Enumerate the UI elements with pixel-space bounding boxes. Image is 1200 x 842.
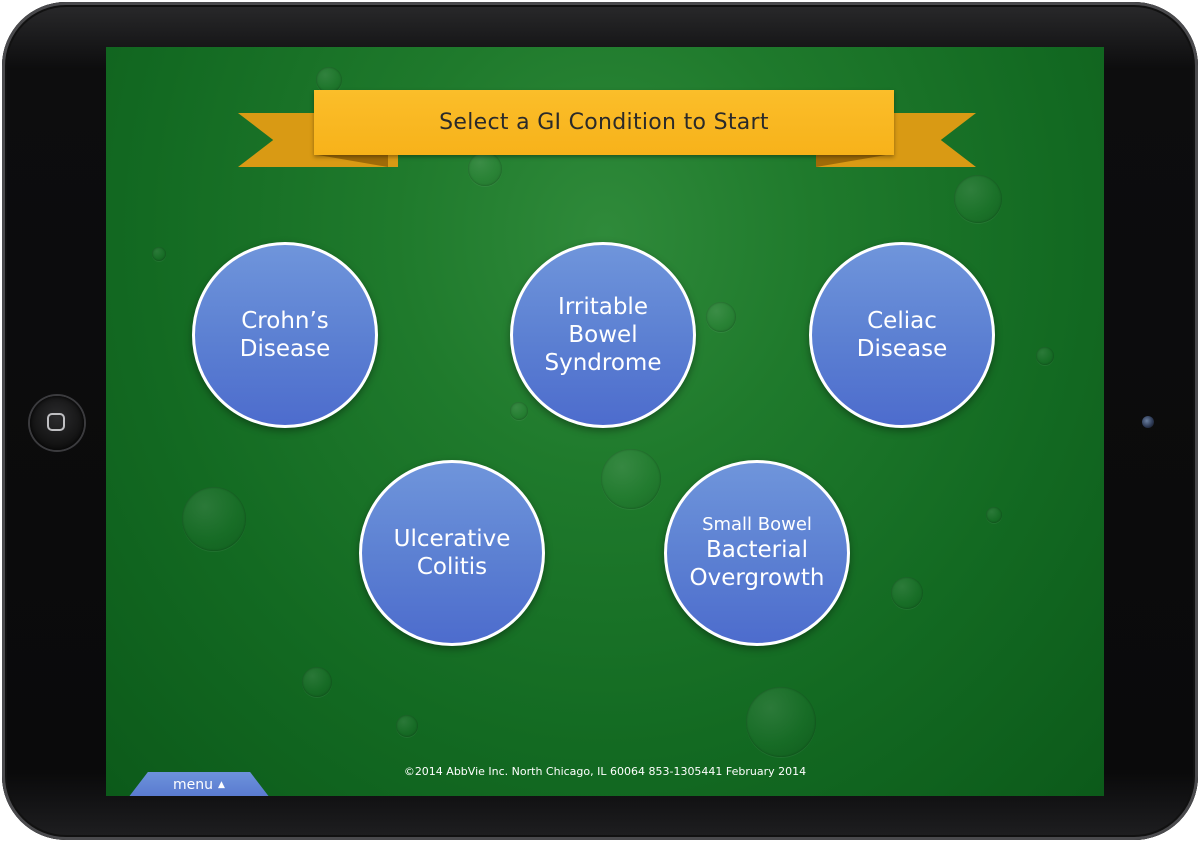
front-camera [1142,416,1154,428]
bubble-decoration [468,152,502,186]
condition-label: Bowel [568,322,638,348]
condition-label: Colitis [416,554,488,580]
crohns-disease-button[interactable]: Crohn’s Disease [192,242,378,428]
ulcerative-colitis-button[interactable]: Ulcerative Colitis [359,460,545,646]
bubble-decoration [986,507,1002,523]
condition-label: Ulcerative [393,526,511,552]
page-title: Select a GI Condition to Start [439,110,769,135]
menu-button[interactable]: menu ▲ [128,772,270,796]
small-bowel-bacterial-overgrowth-button[interactable]: Small Bowel Bacterial Overgrowth [664,460,850,646]
condition-label-small: Small Bowel [702,514,812,535]
condition-label: Celiac [867,308,937,334]
bubble-decoration [891,577,923,609]
celiac-disease-button[interactable]: Celiac Disease [809,242,995,428]
bubble-decoration [954,175,1002,223]
app-screen: Select a GI Condition to Start Crohn’s D… [106,47,1104,796]
title-banner: Select a GI Condition to Start [314,90,894,155]
home-button[interactable] [30,396,84,450]
bubble-decoration [182,487,246,551]
bubble-decoration [152,247,166,261]
condition-label: Crohn’s [241,308,329,334]
condition-label: Disease [856,336,948,362]
irritable-bowel-syndrome-button[interactable]: Irritable Bowel Syndrome [510,242,696,428]
bubble-decoration [601,449,661,509]
menu-label: menu [173,777,214,793]
condition-label: Overgrowth [689,565,825,591]
condition-label: Syndrome [544,350,662,376]
bubble-decoration [316,67,342,93]
condition-label: Bacterial [705,537,809,563]
bubble-decoration [510,402,528,420]
condition-label: Irritable [558,294,648,320]
home-square-icon [47,413,65,431]
bubble-decoration [746,687,816,757]
copyright-text: ©2014 AbbVie Inc. North Chicago, IL 6006… [403,765,807,778]
triangle-up-icon: ▲ [218,780,225,790]
condition-label: Disease [239,336,331,362]
bubble-decoration [706,302,736,332]
bubble-decoration [302,667,332,697]
bubble-decoration [1036,347,1054,365]
bubble-decoration [396,715,418,737]
